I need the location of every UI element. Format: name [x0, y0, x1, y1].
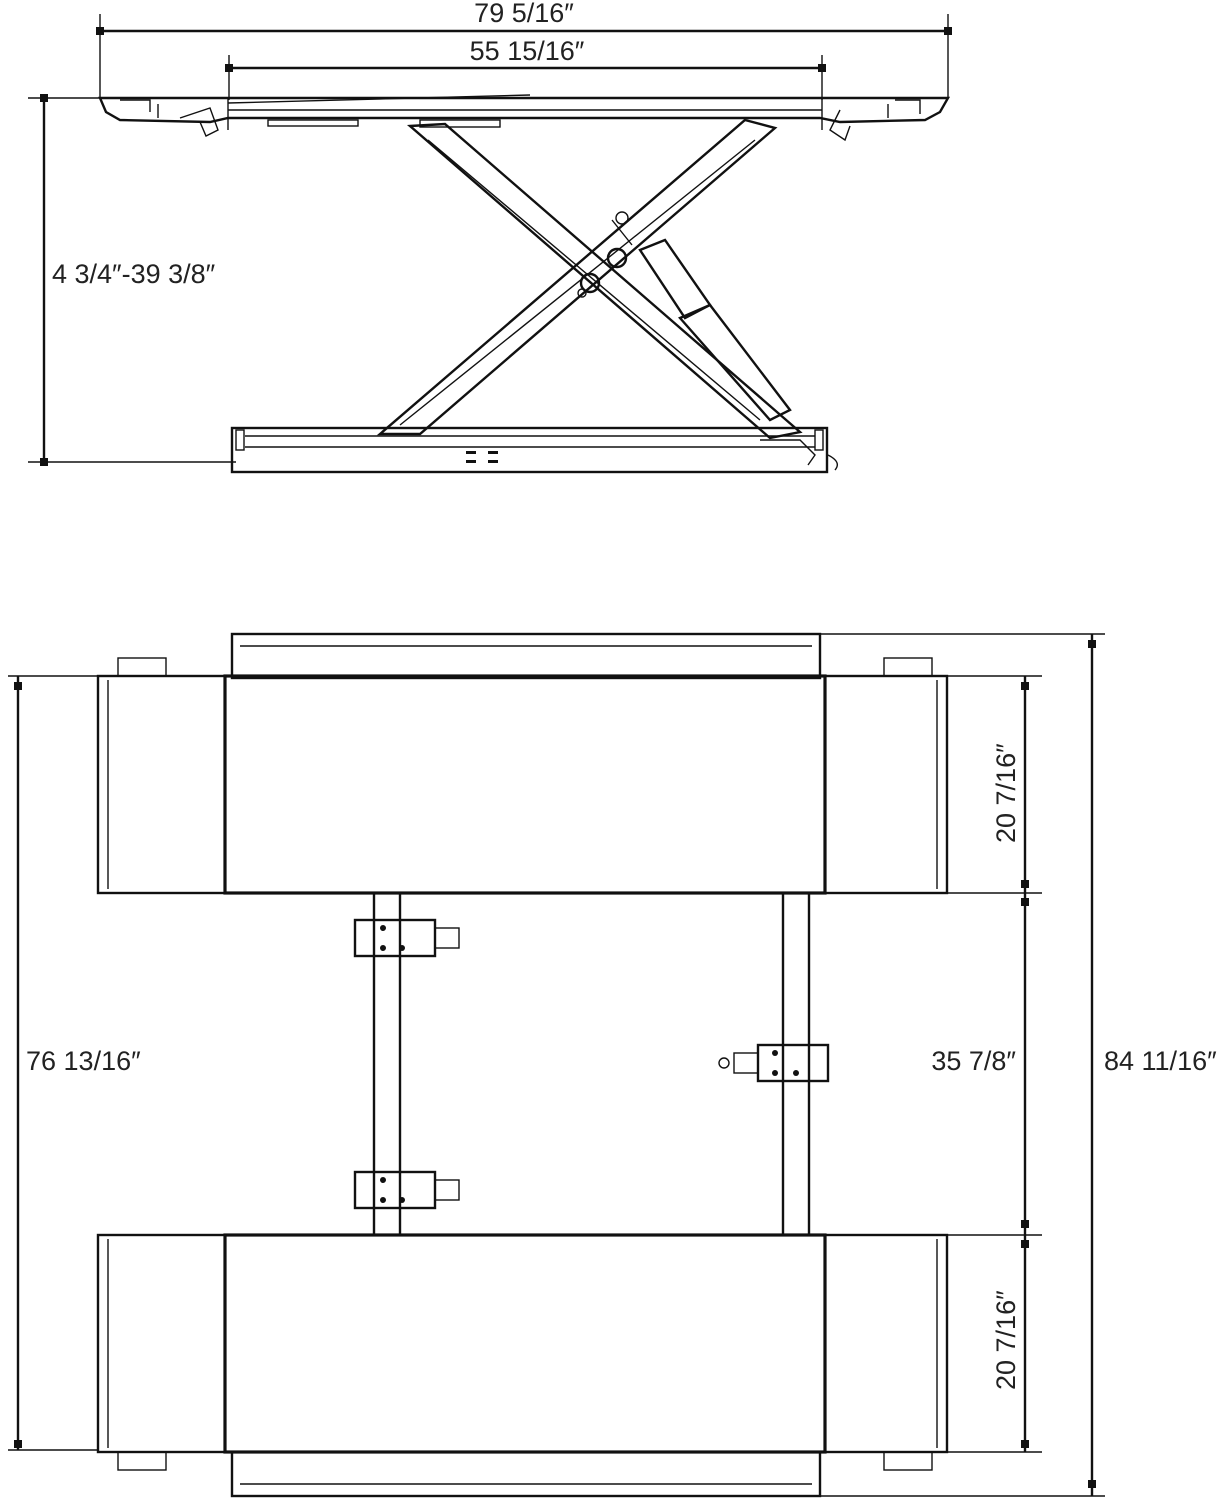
top-view: 76 13/16″ 84 11/16″ 20 7/16″ 35 7/8″ 20 …: [8, 632, 1217, 1498]
lift-platform-side: [98, 94, 951, 142]
jack-pad-right: [718, 1043, 830, 1083]
dimension-platform-length: 55 15/16″: [225, 36, 826, 100]
right-center-beam: [718, 891, 830, 1237]
overall-width-label: 76 13/16″: [26, 1046, 141, 1076]
upper-runway: [96, 657, 1042, 895]
overall-length-top-label: 84 11/16″: [1104, 1046, 1217, 1076]
dimension-runway-stack: 20 7/16″ 35 7/8″ 20 7/16″: [931, 675, 1042, 1453]
bottom-crossbar: [230, 1450, 1105, 1498]
side-view: 79 5/16″ 55 15/16″ 4 3/4″-39 3/8″: [28, 0, 952, 474]
dimension-overall-length-top: 84 11/16″: [1088, 634, 1217, 1496]
dimension-overall-length-side: 79 5/16″: [96, 0, 952, 98]
jack-pad-upper-left: [353, 918, 460, 958]
jack-pad-lower-left: [353, 1170, 460, 1210]
scissor-arms: [376, 118, 803, 440]
platform-width-lower-label: 20 7/16″: [991, 1290, 1021, 1390]
top-crossbar: [230, 632, 1105, 680]
inner-gap-label: 35 7/8″: [931, 1046, 1016, 1076]
dimension-overall-width: 76 13/16″: [8, 675, 141, 1451]
dimension-height-range: 4 3/4″-39 3/8″: [28, 94, 236, 466]
lower-runway: [96, 1233, 1042, 1471]
platform-length-label: 55 15/16″: [470, 36, 585, 66]
overall-length-side-label: 79 5/16″: [474, 0, 574, 28]
platform-width-upper-label: 20 7/16″: [991, 743, 1021, 843]
height-range-label: 4 3/4″-39 3/8″: [52, 259, 216, 289]
lift-base-side: [230, 426, 838, 474]
left-center-beam: [353, 891, 460, 1237]
